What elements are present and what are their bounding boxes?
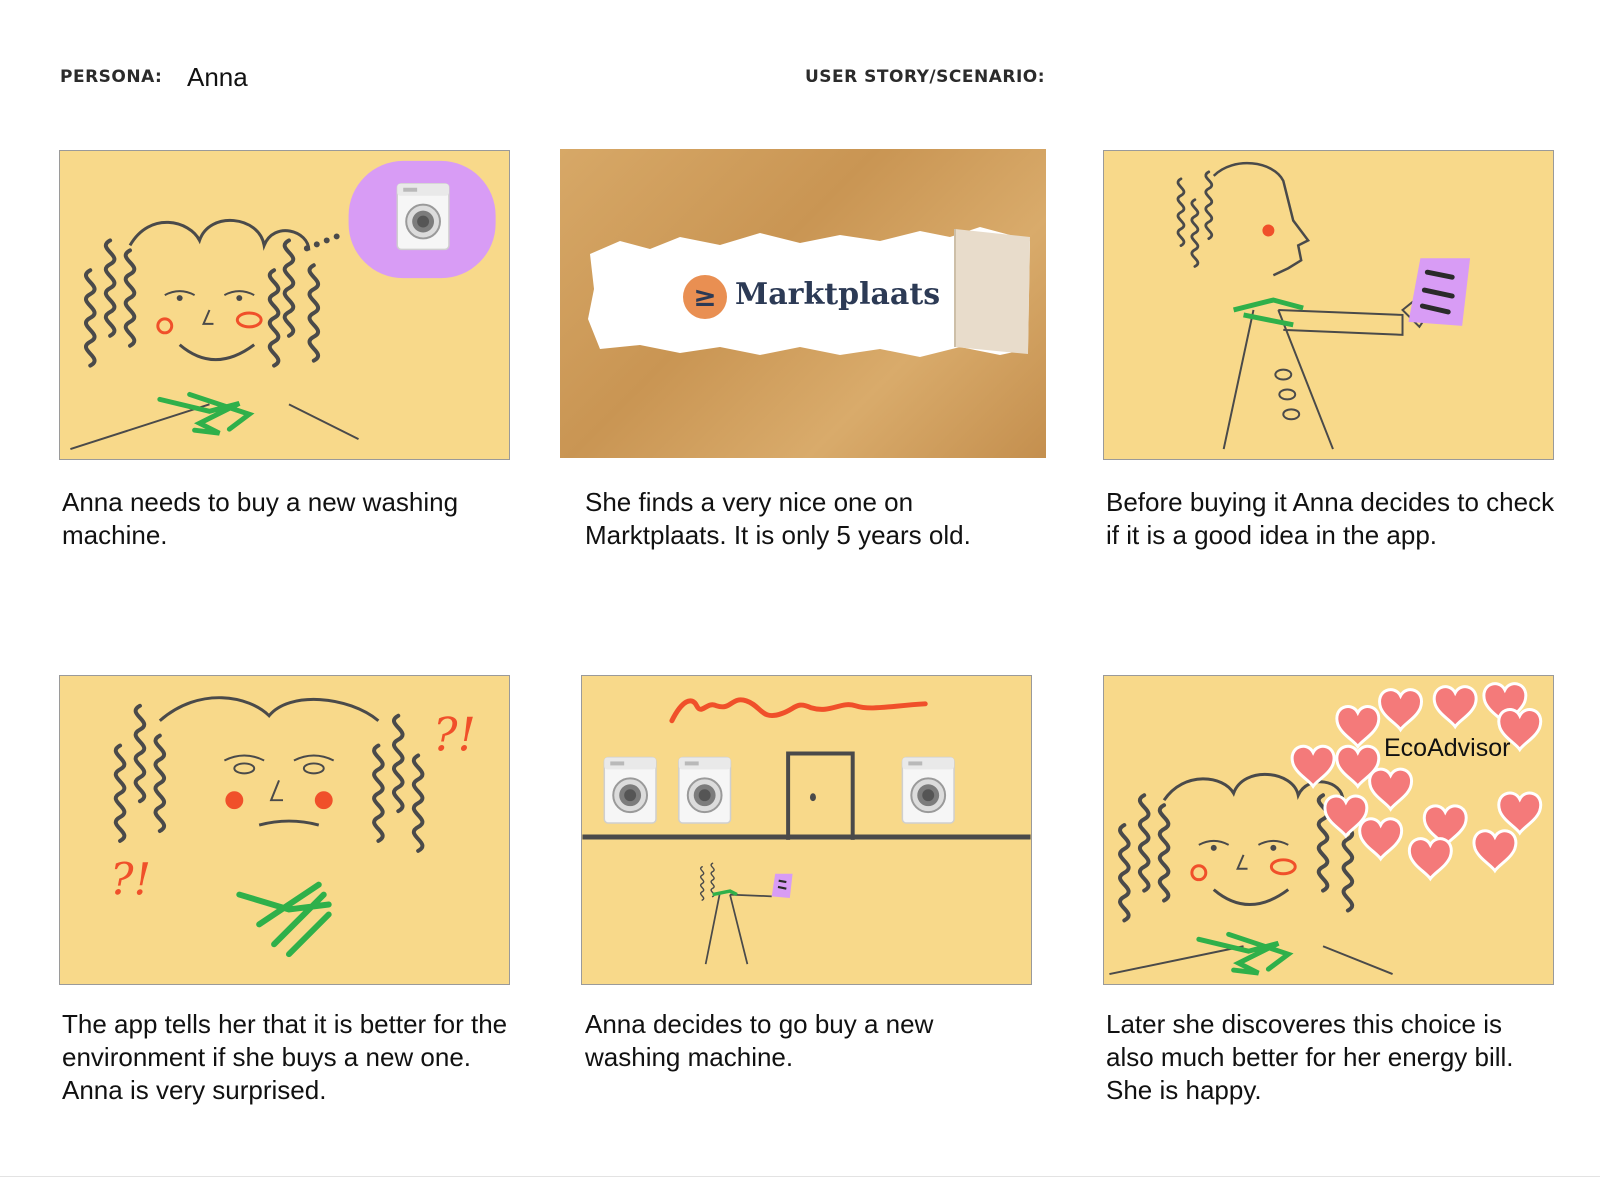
ecoadvisor-label: EcoAdvisor <box>1384 734 1511 762</box>
caption-4: The app tells her that it is better for … <box>62 1009 508 1105</box>
caption-5: Anna decides to go buy a new washing mac… <box>585 1009 934 1072</box>
panel-store <box>581 675 1032 985</box>
panel-anna-surprised: ?! ?! <box>59 675 510 985</box>
surprise-mark-left: ?! <box>110 855 151 906</box>
surprise-mark-right: ?! <box>433 709 476 762</box>
caption-3: Before buying it Anna decides to check i… <box>1106 487 1555 550</box>
footer-divider <box>0 1176 1600 1177</box>
panel-anna-happy: EcoAdvisor <box>1103 675 1554 985</box>
caption-2: She finds a very nice one on Marktplaats… <box>585 487 971 550</box>
panel-anna-thinking <box>59 150 510 460</box>
persona-label: PERSONA: <box>60 67 163 87</box>
caption-6: Later she discoveres this choice is also… <box>1106 1009 1514 1105</box>
story-label: USER STORY/SCENARIO: <box>805 67 1046 87</box>
panel-marktplaats: ≥ Marktplaats <box>560 149 1046 458</box>
persona-name: Anna <box>187 62 248 92</box>
panel-anna-with-phone <box>1103 150 1554 460</box>
caption-1: Anna needs to buy a new washing machine. <box>62 487 459 550</box>
marktplaats-logo-text: Marktplaats <box>735 277 941 312</box>
marktplaats-logo-icon: ≥ <box>683 275 727 319</box>
